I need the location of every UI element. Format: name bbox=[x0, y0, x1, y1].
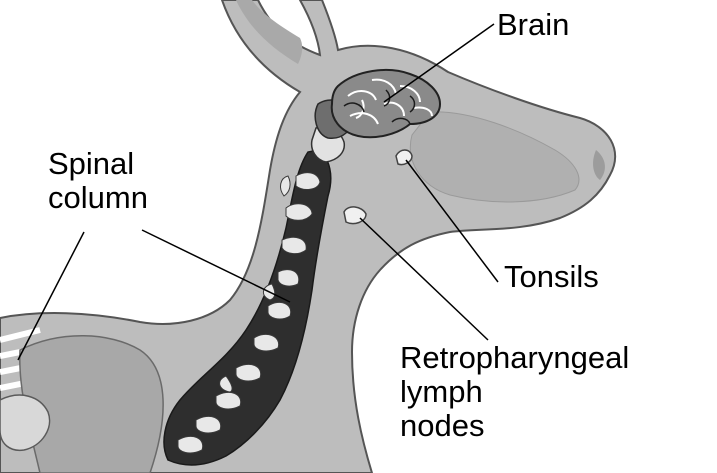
tonsils-leader bbox=[405, 159, 499, 283]
spinal-column-label: Spinal column bbox=[48, 147, 148, 215]
brain-label: Brain bbox=[497, 8, 569, 42]
retropharyngeal-label-line1: Retropharyngeal bbox=[400, 340, 630, 375]
tonsils-label-text: Tonsils bbox=[504, 259, 599, 294]
retropharyngeal-label-line2: lymph bbox=[400, 374, 483, 409]
tonsils-label: Tonsils bbox=[504, 260, 599, 294]
nose bbox=[593, 150, 605, 180]
retro-leader bbox=[359, 217, 489, 341]
brain-folds bbox=[347, 78, 433, 125]
vertebrae-highlights bbox=[177, 172, 321, 454]
face-shading bbox=[409, 111, 580, 203]
spinal-leader-1 bbox=[141, 229, 291, 303]
ear-shading bbox=[236, 0, 303, 64]
spinal-column-label-line2: column bbox=[48, 180, 148, 215]
spinal-leader-2 bbox=[17, 231, 85, 361]
brain-label-text: Brain bbox=[497, 7, 570, 42]
retropharyngeal-label-line3: nodes bbox=[400, 408, 485, 443]
tonsils bbox=[395, 149, 413, 166]
retropharyngeal-lymph-nodes-label: Retropharyngeal lymph nodes bbox=[400, 341, 629, 443]
spinal-column-label-line1: Spinal bbox=[48, 146, 135, 181]
brain-folds-dark bbox=[343, 89, 416, 125]
leader-lines bbox=[17, 23, 499, 361]
brain-leader bbox=[383, 23, 495, 103]
spinal-column bbox=[163, 149, 332, 466]
shoulder-joint bbox=[0, 394, 51, 452]
